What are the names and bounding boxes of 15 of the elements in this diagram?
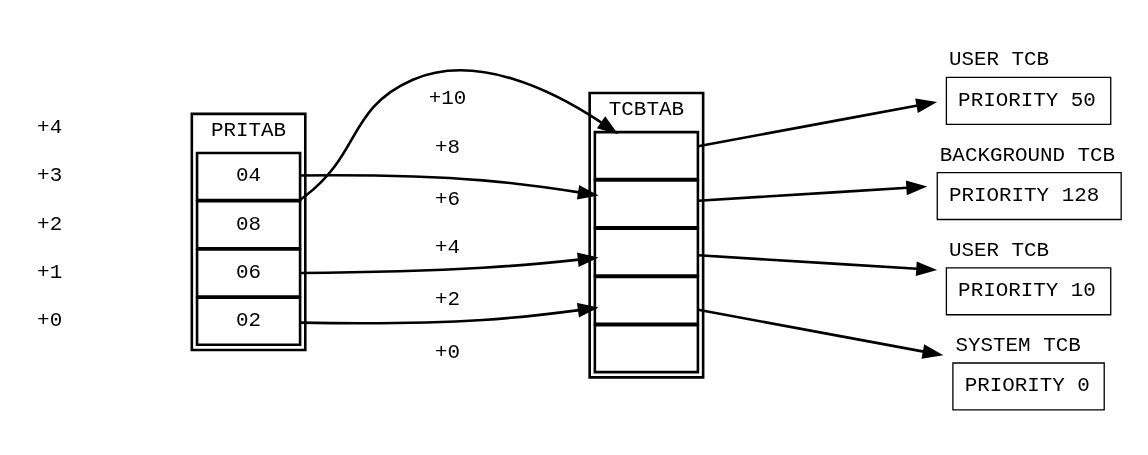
- label: +1: [37, 260, 63, 284]
- label: +3: [37, 163, 63, 187]
- node-label: SYSTEM TCB: [955, 333, 1081, 357]
- label: +2: [37, 212, 63, 236]
- label: +0: [37, 308, 63, 332]
- label: +4: [434, 235, 460, 259]
- node-label: USER TCB: [949, 238, 1050, 262]
- label: +8: [434, 135, 460, 159]
- label: +6: [434, 187, 460, 211]
- label: +4: [37, 115, 63, 139]
- label: +2: [434, 287, 460, 311]
- node-label: BACKGROUND TCB: [939, 143, 1116, 167]
- node-label: USER TCB: [949, 47, 1050, 71]
- label: +10: [428, 86, 467, 110]
- label: +0: [434, 340, 460, 364]
